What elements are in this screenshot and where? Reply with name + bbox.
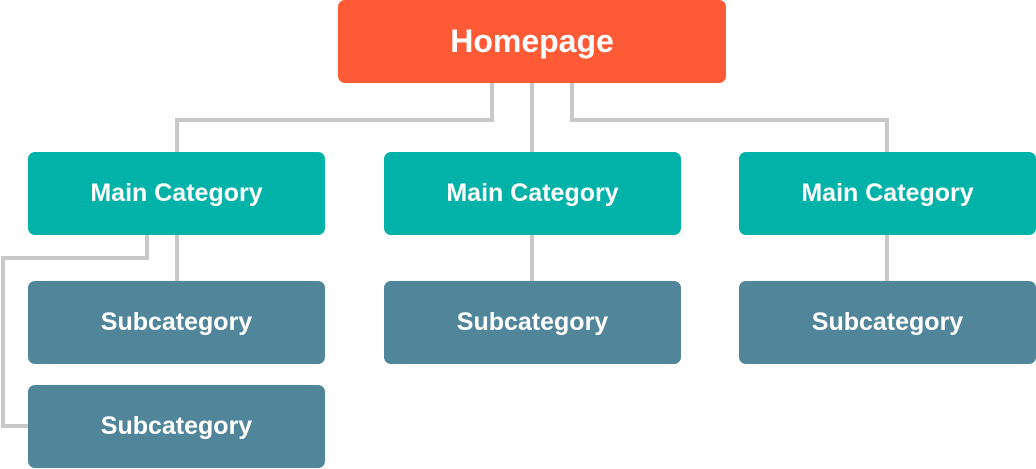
subcategory-label: Subcategory <box>100 412 253 440</box>
subcategory-label: Subcategory <box>456 308 609 336</box>
subcategory-node-2: Subcategory <box>28 385 325 468</box>
homepage-node: Homepage <box>338 0 726 83</box>
main-category-label: Main Category <box>90 179 263 207</box>
subcategory-label: Subcategory <box>811 308 964 336</box>
main-category-label: Main Category <box>801 179 974 207</box>
connector-main-1-to-sub-2 <box>1 235 149 428</box>
main-category-label: Main Category <box>446 179 619 207</box>
main-category-node-1: Main Category <box>28 152 325 235</box>
subcategory-node-3: Subcategory <box>384 281 681 364</box>
main-category-node-2: Main Category <box>384 152 681 235</box>
homepage-label: Homepage <box>450 23 614 59</box>
connector-home-to-main-3 <box>570 83 889 152</box>
subcategory-label: Subcategory <box>100 308 253 336</box>
main-category-node-3: Main Category <box>739 152 1036 235</box>
connector-home-to-main-1 <box>175 83 494 152</box>
subcategory-node-1: Subcategory <box>28 281 325 364</box>
subcategory-node-4: Subcategory <box>739 281 1036 364</box>
